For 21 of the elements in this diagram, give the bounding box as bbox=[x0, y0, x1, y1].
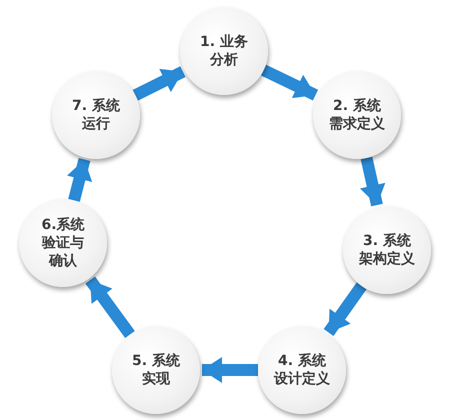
arrow bbox=[66, 158, 92, 202]
step-label: 7. 系统运行 bbox=[71, 97, 121, 133]
step-label: 5. 系统实现 bbox=[131, 352, 181, 388]
process-circle bbox=[52, 71, 140, 159]
process-circle bbox=[313, 71, 401, 159]
process-circle bbox=[180, 7, 268, 95]
process-circle bbox=[258, 326, 346, 414]
arrow bbox=[85, 276, 135, 338]
step-label: 2. 系统需求定义 bbox=[328, 97, 386, 133]
arrow bbox=[324, 282, 366, 336]
process-circle bbox=[19, 199, 107, 287]
process-circle bbox=[112, 326, 200, 414]
step-label: 3. 系统架构定义 bbox=[358, 232, 416, 268]
step-label: 4. 系统设计定义 bbox=[272, 352, 331, 388]
arrow bbox=[202, 357, 258, 383]
arrow bbox=[360, 156, 386, 206]
step-label: 1. 业务分析 bbox=[199, 33, 249, 69]
step-label: 6.系统验证与确认 bbox=[41, 216, 85, 270]
arrow bbox=[261, 64, 318, 100]
process-circle bbox=[343, 206, 431, 294]
arrow bbox=[132, 66, 186, 101]
